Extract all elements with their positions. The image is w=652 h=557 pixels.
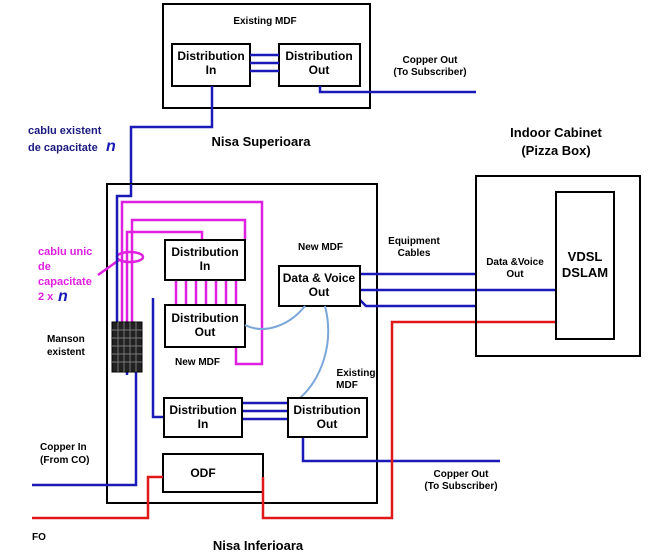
lower-dist-out-label-2: Out: [317, 417, 338, 431]
lower-dist-out-label-1: Distribution: [293, 403, 360, 417]
lower-copper-out-label-2: (To Subscriber): [424, 481, 497, 492]
single-cable-label-2: de: [38, 261, 51, 273]
copper-in-label-2: (From CO): [40, 455, 89, 466]
dv-out-box: [278, 265, 361, 307]
odf-label: ODF: [190, 466, 215, 480]
existing-cable-n: n: [106, 138, 116, 155]
upper-mdf-title: Existing MDF: [233, 16, 296, 27]
upper-dist-out-label-2: Out: [309, 63, 330, 77]
manson-label-2: existent: [47, 347, 85, 358]
lower-blue-wiring: [32, 184, 556, 487]
dv-out-label-2: Out: [309, 285, 330, 299]
dv-out-label-1: Data & Voice: [283, 271, 356, 285]
existing-cable-label-2: de capacitate: [28, 142, 98, 154]
upper-copper-out-label-1: Copper Out: [403, 55, 459, 66]
new-dist-in-box: [164, 239, 246, 281]
new-mdf-label-bottom: New MDF: [175, 357, 220, 368]
lower-site-label: Nisa Inferioara: [213, 538, 304, 553]
upper-dist-in-label-1: Distribution: [177, 49, 244, 63]
dslam-label-2: DSLAM: [562, 265, 608, 280]
fo-line-to-dslam: [261, 320, 556, 520]
patch-jumpers: [244, 305, 330, 399]
copper-in-label-1: Copper In: [40, 442, 87, 453]
existing-cable-line: [129, 86, 214, 184]
upper-site-label: Nisa Superioara: [212, 134, 312, 149]
existing-mdf-label-2: MDF: [336, 380, 358, 391]
single-cable-label-1: cablu unic: [38, 246, 92, 258]
new-dist-out-label-1: Distribution: [171, 311, 238, 325]
fo-line: [32, 475, 163, 520]
fo-label: FO: [32, 532, 46, 543]
single-cable-n: n: [58, 288, 68, 305]
lower-enclosure: [106, 183, 378, 504]
single-cable-label-4: 2 x: [38, 291, 54, 303]
new-dist-in-label-2: In: [200, 259, 211, 273]
equipment-cables-label-2: Cables: [398, 248, 431, 259]
new-dist-out-box: [164, 304, 246, 348]
vdsl-dslam: [555, 191, 615, 340]
lower-dist-in-box: [163, 397, 243, 438]
cabinet-dv-out-label-1: Data &Voice: [486, 257, 544, 268]
lower-dist-in-label-2: In: [198, 417, 209, 431]
existing-mdf-label-1: Existing: [337, 368, 376, 379]
manson-label-1: Manson: [47, 334, 85, 345]
upper-jumpers: [250, 53, 279, 73]
manson-pattern: [112, 322, 142, 372]
upper-dist-out-label-1: Distribution: [285, 49, 352, 63]
cabinet-dv-out-label-2: Out: [506, 269, 524, 280]
dslam-label-1: VDSL: [568, 249, 603, 264]
cabinet-title-1: Indoor Cabinet: [510, 125, 602, 140]
new-dist-out-label-2: Out: [195, 325, 216, 339]
new-dist-in-label-1: Distribution: [171, 245, 238, 259]
indoor-cabinet: [475, 175, 641, 357]
lower-copper-out-label-1: Copper Out: [434, 469, 490, 480]
odf-box: [162, 453, 264, 493]
new-mdf-label-top: New MDF: [298, 242, 343, 253]
lower-dist-out-box: [287, 397, 368, 438]
single-cable-label-3: capacitate: [38, 276, 92, 288]
lower-dist-in-label-1: Distribution: [169, 403, 236, 417]
upper-copper-out-label-2: (To Subscriber): [393, 67, 466, 78]
equipment-cables-label-1: Equipment: [388, 236, 440, 247]
cabinet-title-2: (Pizza Box): [521, 143, 590, 158]
upper-dist-in-label-2: In: [206, 63, 217, 77]
single-cable: [97, 200, 264, 366]
existing-cable-label-1: cablu existent: [28, 125, 102, 137]
upper-copper-out-line: [318, 86, 476, 94]
